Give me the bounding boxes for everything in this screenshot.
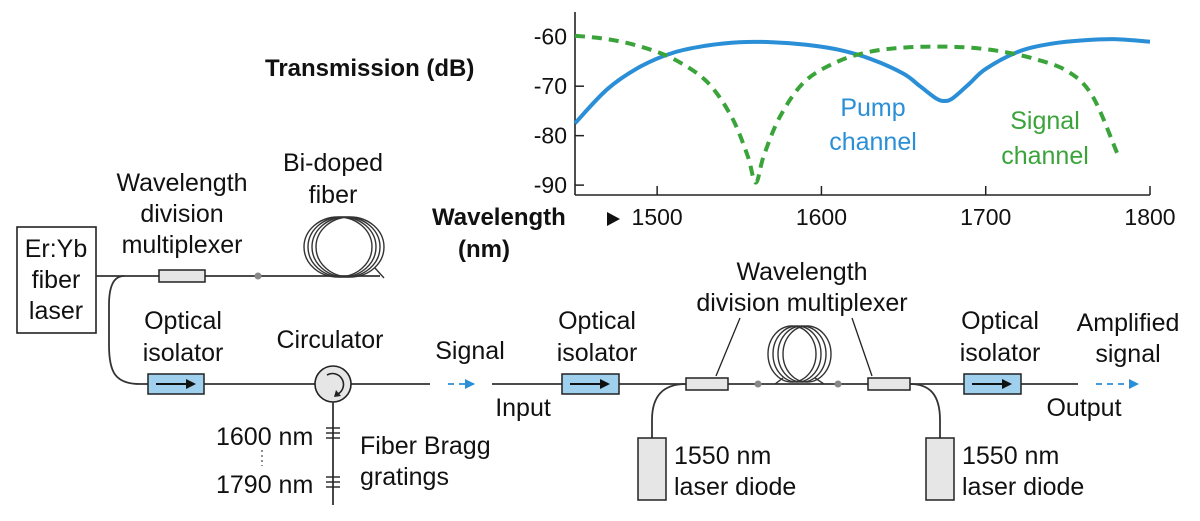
y-tick-label: -70 bbox=[534, 73, 567, 99]
input-label: Input bbox=[495, 394, 551, 422]
wdm-top-component bbox=[158, 269, 206, 283]
y-axis-label: Transmission (dB) bbox=[265, 55, 474, 82]
output-label: Output bbox=[1046, 394, 1121, 422]
gain-fiber-coil-icon bbox=[767, 325, 832, 385]
svg-text:Wavelength: Wavelength bbox=[116, 169, 247, 197]
wdm-left-pointer bbox=[715, 317, 741, 377]
x-axis-label: Wavelength bbox=[432, 204, 566, 231]
svg-text:division multiplexer: division multiplexer bbox=[696, 289, 907, 317]
svg-text:laser: laser bbox=[29, 297, 83, 325]
fbg-1600-icon bbox=[326, 427, 340, 439]
pump-channel-label-line1: Pump bbox=[840, 94, 905, 122]
x-ticks: 1500 1600 1700 1800 bbox=[632, 186, 1176, 230]
signal-channel-label-line2: channel bbox=[1001, 142, 1089, 170]
wdm-left-component bbox=[685, 377, 729, 391]
wdm-right-label: Wavelength division multiplexer bbox=[696, 258, 907, 317]
feedback-fiber bbox=[108, 275, 148, 385]
pump-channel-label-line2: channel bbox=[829, 128, 917, 156]
wdm-right-pointer bbox=[851, 317, 873, 377]
wdm-top-label: Wavelength division multiplexer bbox=[116, 169, 247, 259]
svg-text:gratings: gratings bbox=[360, 463, 449, 491]
bi-doped-fiber-coil-icon bbox=[303, 216, 385, 279]
y-tick-label: -60 bbox=[534, 24, 567, 50]
series-line-pump-channel bbox=[573, 37, 1151, 125]
svg-text:division: division bbox=[140, 200, 223, 228]
optical-isolator-1-label: Optical isolator bbox=[143, 307, 224, 367]
svg-text:fiber: fiber bbox=[32, 266, 81, 294]
svg-text:multiplexer: multiplexer bbox=[122, 231, 243, 259]
splice-point-left bbox=[754, 380, 762, 388]
laser-diode-left: 1550 nm laser diode bbox=[637, 437, 796, 501]
circulator-label: Circulator bbox=[277, 326, 384, 354]
signal-channel-label-line1: Signal bbox=[1010, 107, 1080, 135]
fiber-bragg-gratings-label: Fiber Bragg gratings bbox=[360, 432, 491, 491]
laser-diode-right: 1550 nm laser diode bbox=[925, 437, 1084, 501]
svg-text:Optical: Optical bbox=[144, 307, 222, 335]
x-tick-label: 1500 bbox=[632, 204, 683, 230]
svg-text:fiber: fiber bbox=[309, 181, 358, 209]
wdm-right-component bbox=[867, 377, 911, 391]
svg-text:1550 nm: 1550 nm bbox=[674, 442, 771, 470]
svg-text:Optical: Optical bbox=[558, 307, 636, 335]
fbg-1600-label: 1600 nm bbox=[216, 423, 313, 451]
x-tick-label: 1700 bbox=[960, 204, 1011, 230]
optical-isolator-2 bbox=[561, 373, 620, 395]
fbg-1790-icon bbox=[326, 476, 340, 488]
x-tick-label: 1600 bbox=[796, 204, 847, 230]
series-line-signal-channel bbox=[574, 33, 1119, 185]
svg-text:Fiber Bragg: Fiber Bragg bbox=[360, 432, 491, 460]
svg-text:laser diode: laser diode bbox=[962, 473, 1084, 501]
svg-text:laser diode: laser diode bbox=[674, 473, 796, 501]
pump-fiber-right bbox=[909, 383, 941, 438]
svg-text:Bi-doped: Bi-doped bbox=[283, 149, 383, 177]
fbg-1790-label: 1790 nm bbox=[216, 471, 313, 499]
svg-text:Wavelength: Wavelength bbox=[736, 258, 867, 286]
svg-text:signal: signal bbox=[1095, 340, 1160, 368]
y-tick-label: -80 bbox=[534, 123, 567, 149]
circulator-icon bbox=[314, 365, 352, 403]
pump-fiber-left bbox=[651, 383, 687, 438]
optical-isolator-3-label: Optical isolator bbox=[960, 307, 1041, 367]
svg-text:Optical: Optical bbox=[961, 307, 1039, 335]
amplified-signal-label: Amplified signal bbox=[1077, 309, 1180, 368]
y-ticks: -60 -70 -80 -90 bbox=[534, 24, 584, 198]
svg-text:1550 nm: 1550 nm bbox=[962, 442, 1059, 470]
optical-isolator-2-label: Optical isolator bbox=[557, 307, 638, 367]
er-yb-fiber-laser: Er:Yb fiber laser bbox=[16, 226, 97, 334]
svg-text:isolator: isolator bbox=[960, 339, 1041, 367]
optical-isolator-1 bbox=[147, 373, 205, 395]
bi-doped-fiber-label: Bi-doped fiber bbox=[283, 149, 383, 209]
signal-label: Signal bbox=[435, 337, 505, 365]
x-tick-label: 1800 bbox=[1124, 204, 1175, 230]
svg-text:Er:Yb: Er:Yb bbox=[25, 235, 88, 263]
x-axis-arrow-icon bbox=[607, 212, 620, 226]
svg-text:isolator: isolator bbox=[557, 339, 638, 367]
splice-point-right bbox=[834, 380, 842, 388]
x-axis-unit: (nm) bbox=[458, 236, 510, 263]
splice-point bbox=[254, 272, 262, 280]
svg-text:isolator: isolator bbox=[143, 339, 224, 367]
optical-isolator-3 bbox=[963, 373, 1022, 395]
y-tick-label: -90 bbox=[534, 172, 567, 198]
svg-text:Amplified: Amplified bbox=[1077, 309, 1180, 337]
